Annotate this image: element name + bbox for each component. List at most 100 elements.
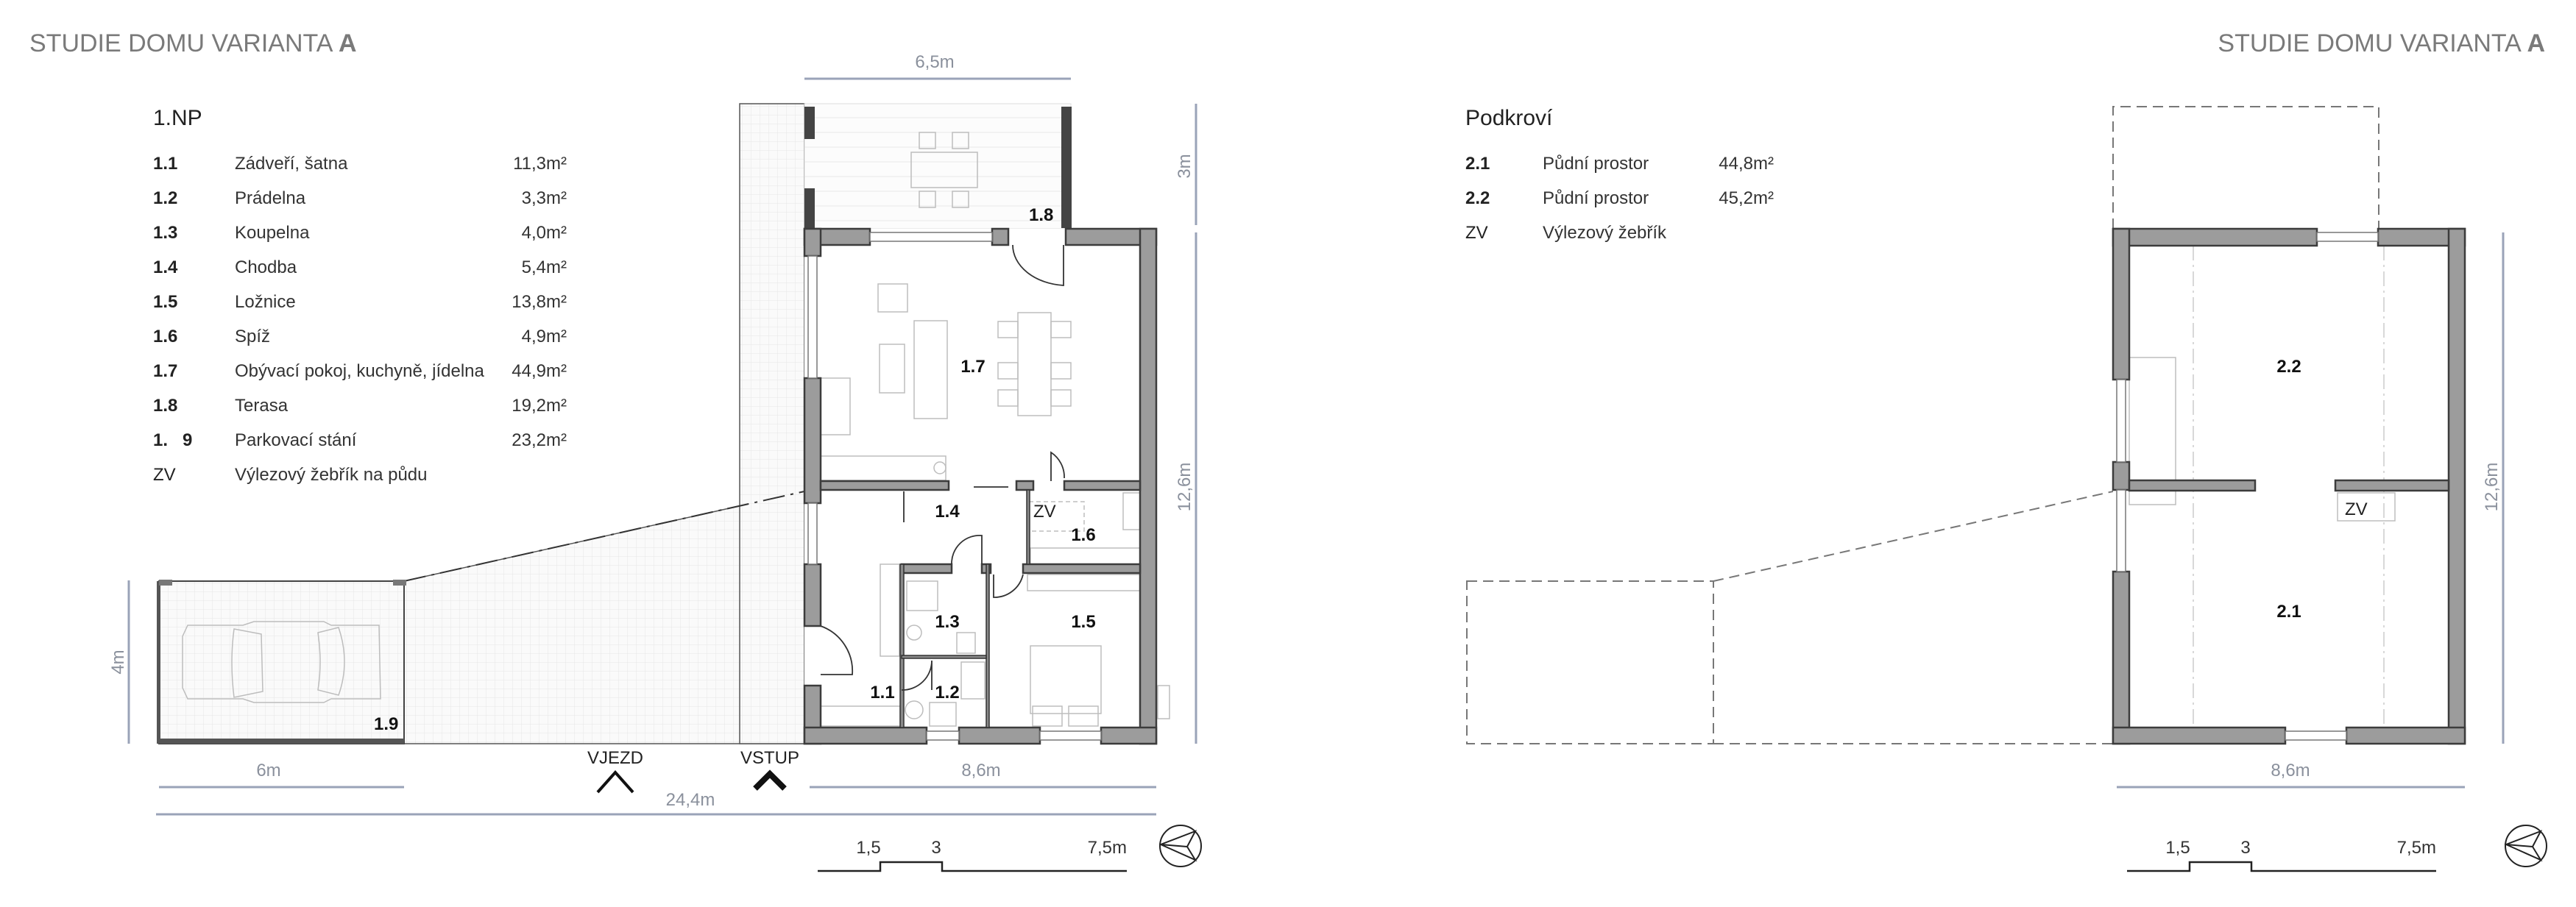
legend-row: 1.2 Prádelna 3,3m² [153,188,567,208]
room-area: 11,3m² [513,154,567,174]
dim-house-width: 8,6m [2271,761,2310,780]
room-code: 1. 9 [153,430,192,450]
dim-total-width: 24,4m [666,790,715,810]
room-code: 1.2 [153,188,177,208]
dim-parking-width: 6m [256,761,280,780]
windows [2116,232,2379,741]
walls [803,227,1158,745]
room-code: 1.6 [153,327,177,346]
north-arrow-icon [2504,825,2547,867]
doors [820,244,1065,691]
dim-parking-depth: 4m [108,650,128,674]
ladder-label-zv: ZV [1033,502,1056,522]
room-code: 1.4 [153,257,178,277]
legend-row: 1.3 Koupelna 4,0m² [153,223,567,243]
driveway-label: VJEZD [587,748,643,768]
room-name: Chodba [235,257,297,277]
room-name: Obývací pokoj, kuchyně, jídelna [235,361,485,381]
stair-outline [2129,357,2176,505]
railing [804,107,1072,228]
scale-tick-label: 3 [931,838,941,858]
legend-row: 1.4 Chodba 5,4m² [153,257,567,277]
room-name: Půdní prostor [1543,154,1649,174]
terrace-table-icon [910,132,978,208]
legend-heading: Podkroví [1465,106,1553,130]
entrance-label: VSTUP [740,748,799,768]
room-name: Výlezový žebřík na půdu [235,465,427,485]
legend-row: 1.7 Obývací pokoj, kuchyně, jídelna 44,9m² [153,361,567,381]
room-code: 2.2 [1465,188,1490,208]
entrance-arrow-icon [753,769,787,791]
scale-bar: 1,5 3 7,5m [2127,838,2436,872]
scale-tick-label: 7,5m [2397,838,2436,858]
room-area: 19,2m² [512,396,567,416]
dimensions: 6,5m 3m 12,6m 8,6m 6m 4m 24,4m [108,52,1197,816]
sheet-title-left: STUDIE DOMU VARIANTA A [29,29,357,57]
legend-row: 1.6 Spíž 4,9m² [153,327,567,346]
room-code: 1.5 [153,292,177,312]
room-code: 2.1 [1465,154,1490,174]
dim-house-depth: 12,6m [2482,463,2502,512]
room-label-1-4: 1.4 [935,502,960,522]
terrace-outline [2112,106,2379,229]
room-label-1-6: 1.6 [1071,525,1095,545]
windows [807,232,1102,741]
scale-tick-label: 7,5m [1088,838,1127,858]
room-area: 4,9m² [522,327,567,346]
legend-row: 1.1 Zádveří, šatna 11,3m² [153,154,567,174]
site-boundary-line [1713,491,2114,582]
room-code: ZV [1465,223,1488,243]
dim-house-depth: 12,6m [1175,463,1195,512]
room-area: 3,3m² [522,188,567,208]
legend-row: ZV Výlezový žebřík na půdu [153,465,427,485]
legend-row: 2.2 Půdní prostor 45,2m² [1465,188,1774,208]
parking-outline [1466,580,1714,744]
room-name: Prádelna [235,188,306,208]
room-label-1-2: 1.2 [935,683,959,703]
attic-plan: ZV 2.2 2.1 12,6m 8,6m 1,5 3 7,5m [1466,106,2547,872]
room-area: 45,2m² [1719,188,1774,208]
room-label-1-1: 1.1 [870,683,894,703]
room-area: 4,0m² [522,223,567,243]
room-name: Zádveří, šatna [235,154,348,174]
ladder-label-zv: ZV [2345,499,2368,519]
room-label-2-1: 2.1 [2276,602,2301,622]
terrace: 1.8 [804,103,1072,230]
north-arrow-icon [1158,825,1202,867]
car-icon [182,621,381,703]
dim-terrace-depth: 3m [1175,154,1195,178]
room-name: Ložnice [235,292,296,312]
room-name: Spíž [235,327,270,346]
site-boundary-line [403,491,805,582]
room-area: 23,2m² [512,430,567,450]
room-code: 1.3 [153,223,177,243]
room-name: Půdní prostor [1543,188,1649,208]
room-code: 1.1 [153,154,177,174]
dimensions: 12,6m 8,6m [2117,232,2505,789]
room-code: 1.7 [153,361,177,381]
room-code: ZV [153,465,176,485]
room-label-1-5: 1.5 [1071,612,1095,632]
room-area: 5,4m² [522,257,567,277]
room-area: 44,9m² [512,361,567,381]
sheet-title-right: STUDIE DOMU VARIANTA A [2218,29,2545,57]
room-label-2-2: 2.2 [2276,357,2301,377]
parking-space: 1.9 [157,580,406,744]
room-area: 44,8m² [1719,154,1774,174]
scale-tick-label: 1,5 [856,838,880,858]
room-label-1-3: 1.3 [935,612,959,632]
driveway-arrow-icon [596,769,634,794]
ladder-hatch [2337,492,2396,522]
scale-tick-label: 3 [2240,838,2250,858]
scale-tick-label: 1,5 [2165,838,2190,858]
room-name: Koupelna [235,223,310,243]
room-code: 1.8 [153,396,177,416]
scale-bar: 1,5 3 7,5m [818,838,1127,872]
